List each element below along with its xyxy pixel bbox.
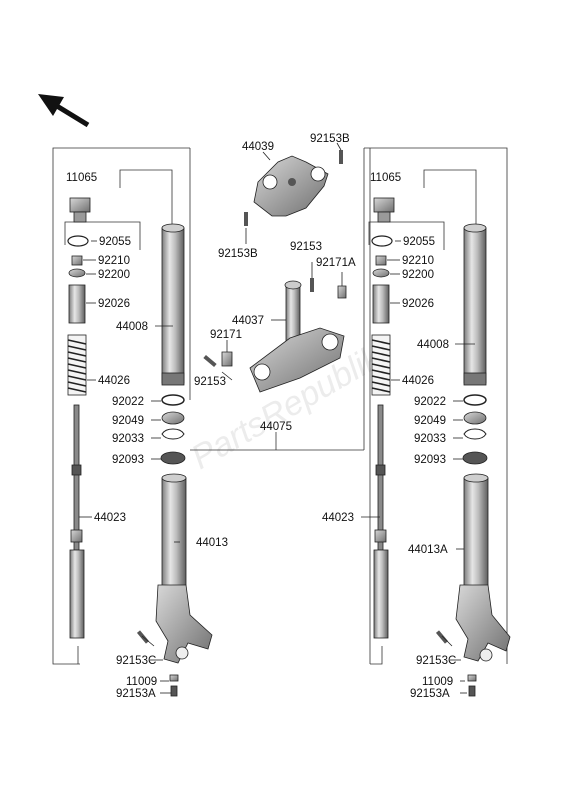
outer-tube-44013 <box>155 473 213 664</box>
label-92093: 92093 <box>112 454 144 466</box>
washer-92200-right <box>372 268 390 278</box>
label-92200: 92200 <box>98 269 130 281</box>
label-11065-right: 11065 <box>370 172 401 184</box>
label-92033-right: 92033 <box>414 433 446 445</box>
label-92153C-right: 92153C <box>416 655 456 667</box>
label-44008-right: 44008 <box>417 339 449 351</box>
label-92200-right: 92200 <box>402 269 434 281</box>
damper-rod-44023-right <box>373 404 389 639</box>
bolt-92153C-right <box>435 630 449 644</box>
bushing-92022-right <box>463 394 487 406</box>
label-44023-right: 44023 <box>322 512 354 524</box>
spring-44026-right <box>371 334 391 396</box>
cap-bolt-11065 <box>69 197 91 223</box>
bolt-92153A-right <box>468 685 476 697</box>
steering-stem-44037 <box>249 280 345 393</box>
left-fork-assembly <box>52 147 213 697</box>
label-92093-right: 92093 <box>414 454 446 466</box>
label-92049-right: 92049 <box>414 415 446 427</box>
bolt-92153B-top <box>339 150 343 164</box>
label-92055-right: 92055 <box>403 236 435 248</box>
plug-11009-right <box>467 674 477 682</box>
label-92171: 92171 <box>210 329 242 341</box>
label-92153A-right: 92153A <box>410 688 450 700</box>
label-92033: 92033 <box>112 433 144 445</box>
clamp-92171 <box>221 351 233 367</box>
label-92153A: 92153A <box>116 688 156 700</box>
leader-lines <box>79 142 475 694</box>
o-ring-92055 <box>67 235 89 247</box>
label-92153C: 92153C <box>116 655 156 667</box>
label-92026: 92026 <box>98 298 130 310</box>
inner-tube-44008-right <box>463 223 487 386</box>
oil-seal-92049-right <box>463 411 487 425</box>
nut-92210 <box>71 255 83 266</box>
label-92022-right: 92022 <box>414 396 446 408</box>
clamp-92171A <box>337 285 347 299</box>
bolt-92153-mid <box>310 278 314 292</box>
label-44013A: 44013A <box>408 544 448 556</box>
label-92049: 92049 <box>112 415 144 427</box>
nut-92210-right <box>375 255 387 266</box>
dust-seal-92093-right <box>462 451 488 465</box>
label-44037: 44037 <box>232 315 264 327</box>
label-44075: 44075 <box>260 421 292 433</box>
label-92153-mid: 92153 <box>290 241 322 253</box>
label-11009-right: 11009 <box>422 676 453 688</box>
label-44023: 44023 <box>94 512 126 524</box>
collar-92026 <box>68 284 86 324</box>
washer-92200 <box>68 268 86 278</box>
spring-44026 <box>67 334 87 396</box>
label-92210-right: 92210 <box>402 255 434 267</box>
o-ring-92055-right <box>371 235 393 247</box>
damper-rod-44023 <box>69 404 85 639</box>
label-92210: 92210 <box>98 255 130 267</box>
label-92022: 92022 <box>112 396 144 408</box>
label-44026: 44026 <box>98 375 130 387</box>
cap-bolt-11065-right <box>373 197 395 223</box>
label-44008: 44008 <box>116 321 148 333</box>
bolt-92153-low <box>203 354 217 368</box>
dust-seal-92093 <box>160 451 186 465</box>
label-92153-low: 92153 <box>194 376 226 388</box>
label-44026-right: 44026 <box>402 375 434 387</box>
label-92055: 92055 <box>99 236 131 248</box>
label-44013: 44013 <box>196 537 228 549</box>
outer-tube-44013A <box>455 473 511 662</box>
plug-11009 <box>169 674 179 682</box>
label-44039: 44039 <box>242 141 274 153</box>
label-11009: 11009 <box>126 676 157 688</box>
upper-clamp-44039 <box>253 155 329 217</box>
inner-tube-44008 <box>161 223 185 386</box>
front-direction-arrow-icon <box>38 94 90 128</box>
label-11065: 11065 <box>66 172 97 184</box>
label-92026-right: 92026 <box>402 298 434 310</box>
bolt-92153B-low <box>244 212 248 226</box>
retaining-ring-92033-right <box>463 428 487 440</box>
label-92171A: 92171A <box>316 257 356 269</box>
label-92153B-top: 92153B <box>310 133 350 145</box>
oil-seal-92049 <box>161 411 185 425</box>
bushing-92022 <box>161 394 185 406</box>
part-labels: 11065 92055 92210 92200 92026 44008 4402… <box>66 133 456 700</box>
label-92153B-low: 92153B <box>218 248 258 260</box>
steering-assembly <box>190 148 365 451</box>
collar-92026-right <box>372 284 390 324</box>
retaining-ring-92033 <box>161 428 185 440</box>
bolt-92153A <box>170 685 178 697</box>
